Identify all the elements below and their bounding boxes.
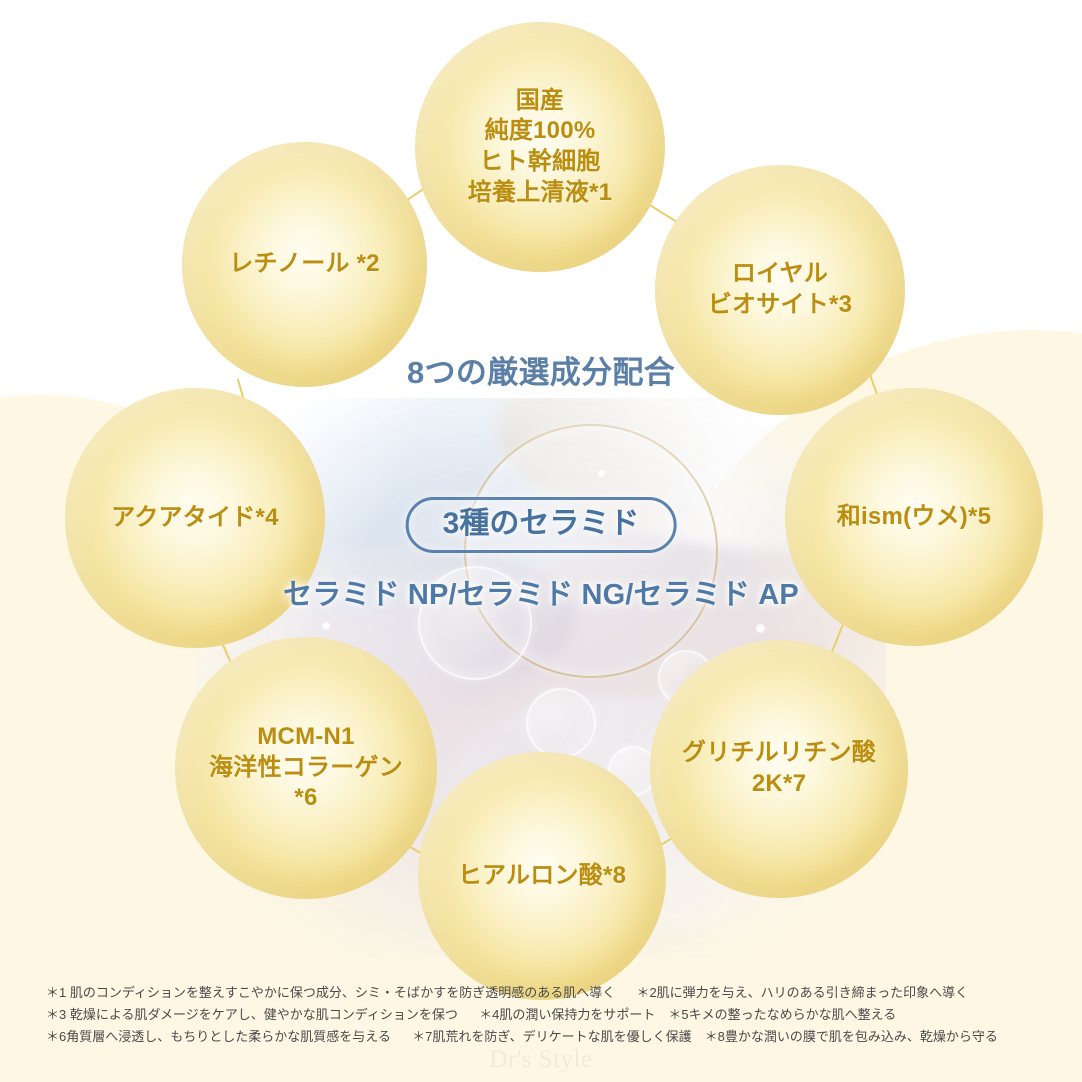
bubble-waism-label: 和ism(ウメ)*5 [836,502,992,530]
footnote-3: ＊3 乾燥による肌ダメージをケアし、健やかな肌コンディションを保つ [46,1006,458,1022]
footnote-4-5: ＊4肌の潤い保持力をサポート ＊5キメの整ったなめらかな肌へ整える [479,1006,897,1022]
brand-watermark: Dr's Style [489,1046,593,1073]
bubble-aquatide[interactable]: アクアタイド*4 [65,388,325,648]
footnote-2: ＊2肌に弾力を与え、ハリのある引き締まった印象へ導く [636,985,969,1000]
water-dot-3 [598,470,605,477]
bubble-mcm-n1-label: MCM-N1 海洋性コラーゲン *6 [209,722,403,812]
water-bubble-small-1 [526,688,596,758]
bubble-royal-biosite-label: ロイヤル ビオサイト*3 [707,260,853,318]
bubble-waism[interactable]: 和ism(ウメ)*5 [785,388,1043,646]
ceramide-badge: 3種のセラミド [405,497,677,553]
footnote-row-2: ＊3 乾燥による肌ダメージをケアし、健やかな肌コンディションを保つ ＊4肌の潤い… [46,1004,1036,1026]
bubble-glycyrrhizinate-label: グリチルリチン酸 2K*7 [682,739,876,797]
page-title: 8つの厳選成分配合 [406,355,676,390]
bubble-royal-biosite[interactable]: ロイヤル ビオサイト*3 [655,165,905,415]
footnote-1: ＊1 肌のコンディションを整えすこやかに保つ成分、シミ・そばかすを防ぎ透明感のあ… [46,985,616,1000]
water-dot-2 [322,622,330,630]
water-bubble-mid-1 [418,566,532,680]
bubble-hyaluronic-acid[interactable]: ヒアルロン酸*8 [418,752,666,1000]
water-dot-4 [756,624,765,633]
bubble-aquatide-label: アクアタイド*4 [111,503,279,531]
footnote-row-1: ＊1 肌のコンディションを整えすこやかに保つ成分、シミ・そばかすを防ぎ透明感のあ… [46,982,1036,1004]
footnotes: ＊1 肌のコンディションを整えすこやかに保つ成分、シミ・そばかすを防ぎ透明感のあ… [0,982,1082,1047]
bubble-retinol[interactable]: レチノール *2 [182,142,427,387]
bubble-retinol-label: レチノール *2 [229,250,380,278]
footnote-7-8: ＊7肌荒れを防ぎ、デリケートな肌を優しく保護 ＊8豊かな潤いの膜で肌を包み込み、… [412,1028,998,1044]
bubble-stem-cell[interactable]: 国産 純度100% ヒト幹細胞 培養上清液*1 [415,22,665,272]
bubble-mcm-n1[interactable]: MCM-N1 海洋性コラーゲン *6 [175,637,437,899]
footnote-6: ＊6角質層へ浸透し、もちりとした柔らかな肌質感を与える [46,1028,391,1044]
bubble-glycyrrhizinate[interactable]: グリチルリチン酸 2K*7 [650,640,908,898]
footnote-row-3: ＊6角質層へ浸透し、もちりとした柔らかな肌質感を与える ＊7肌荒れを防ぎ、デリケ… [46,1026,1036,1048]
bubble-stem-cell-label: 国産 純度100% ヒト幹細胞 培養上清液*1 [467,86,613,206]
bubble-hyaluronic-acid-label: ヒアルロン酸*8 [457,861,627,889]
ceramide-list: セラミド NP/セラミド NG/セラミド AP [283,579,799,611]
